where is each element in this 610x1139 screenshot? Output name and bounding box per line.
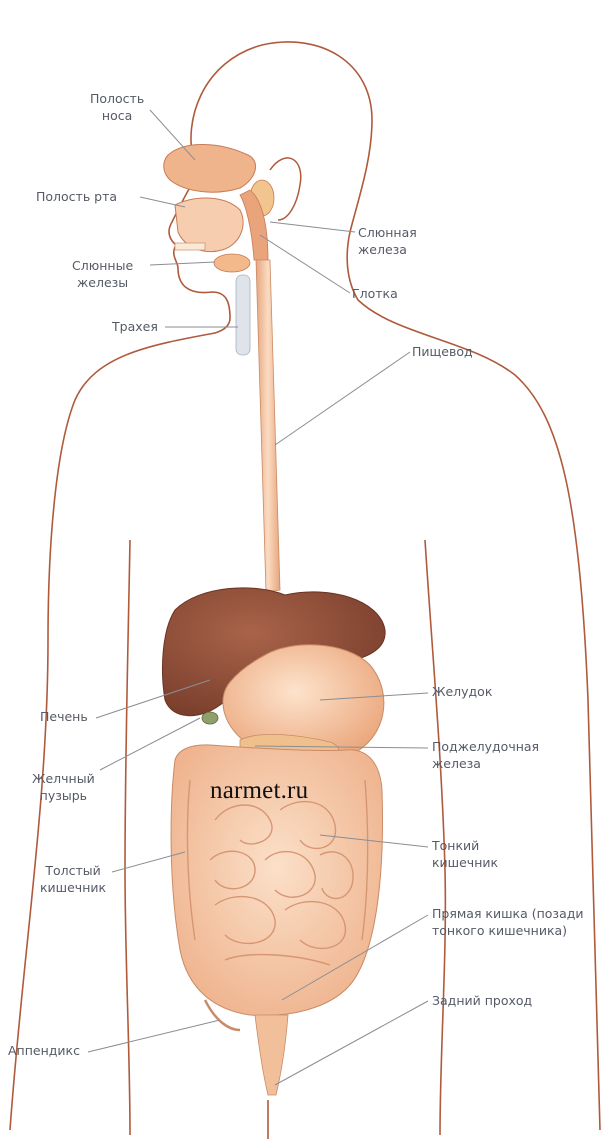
nasal-cavity: [164, 144, 256, 192]
rectum-shape: [255, 1015, 288, 1095]
label-trachea: Трахея: [112, 318, 158, 335]
gallbladder-shape: [202, 712, 218, 724]
label-gallbladder: Желчный пузырь: [32, 770, 95, 804]
watermark: narmet.ru: [210, 777, 308, 805]
label-pancreas: Поджелудочная железа: [432, 738, 539, 772]
label-oral-cavity: Полость рта: [36, 188, 117, 205]
label-salivary-gland: Слюнная железа: [358, 224, 417, 258]
label-liver: Печень: [40, 708, 88, 725]
teeth: [175, 243, 205, 250]
trachea-shape: [236, 275, 250, 355]
esophagus-shape: [256, 260, 280, 592]
label-nasal-cavity: Полость носа: [90, 90, 144, 124]
label-small-intestine: Тонкий кишечник: [432, 837, 498, 871]
label-appendix: Аппендикс: [8, 1042, 80, 1059]
label-anus: Задний проход: [432, 992, 532, 1009]
label-stomach: Желудок: [432, 683, 492, 700]
label-rectum: Прямая кишка (позади тонкого кишечника): [432, 905, 584, 939]
label-large-intestine: Толстый кишечник: [40, 862, 106, 896]
label-pharynx: Глотка: [352, 285, 398, 302]
label-esophagus: Пищевод: [412, 343, 473, 360]
salivary-gland-lower: [214, 254, 250, 272]
ear: [270, 158, 301, 220]
label-salivary-glands: Слюнные железы: [72, 257, 133, 291]
